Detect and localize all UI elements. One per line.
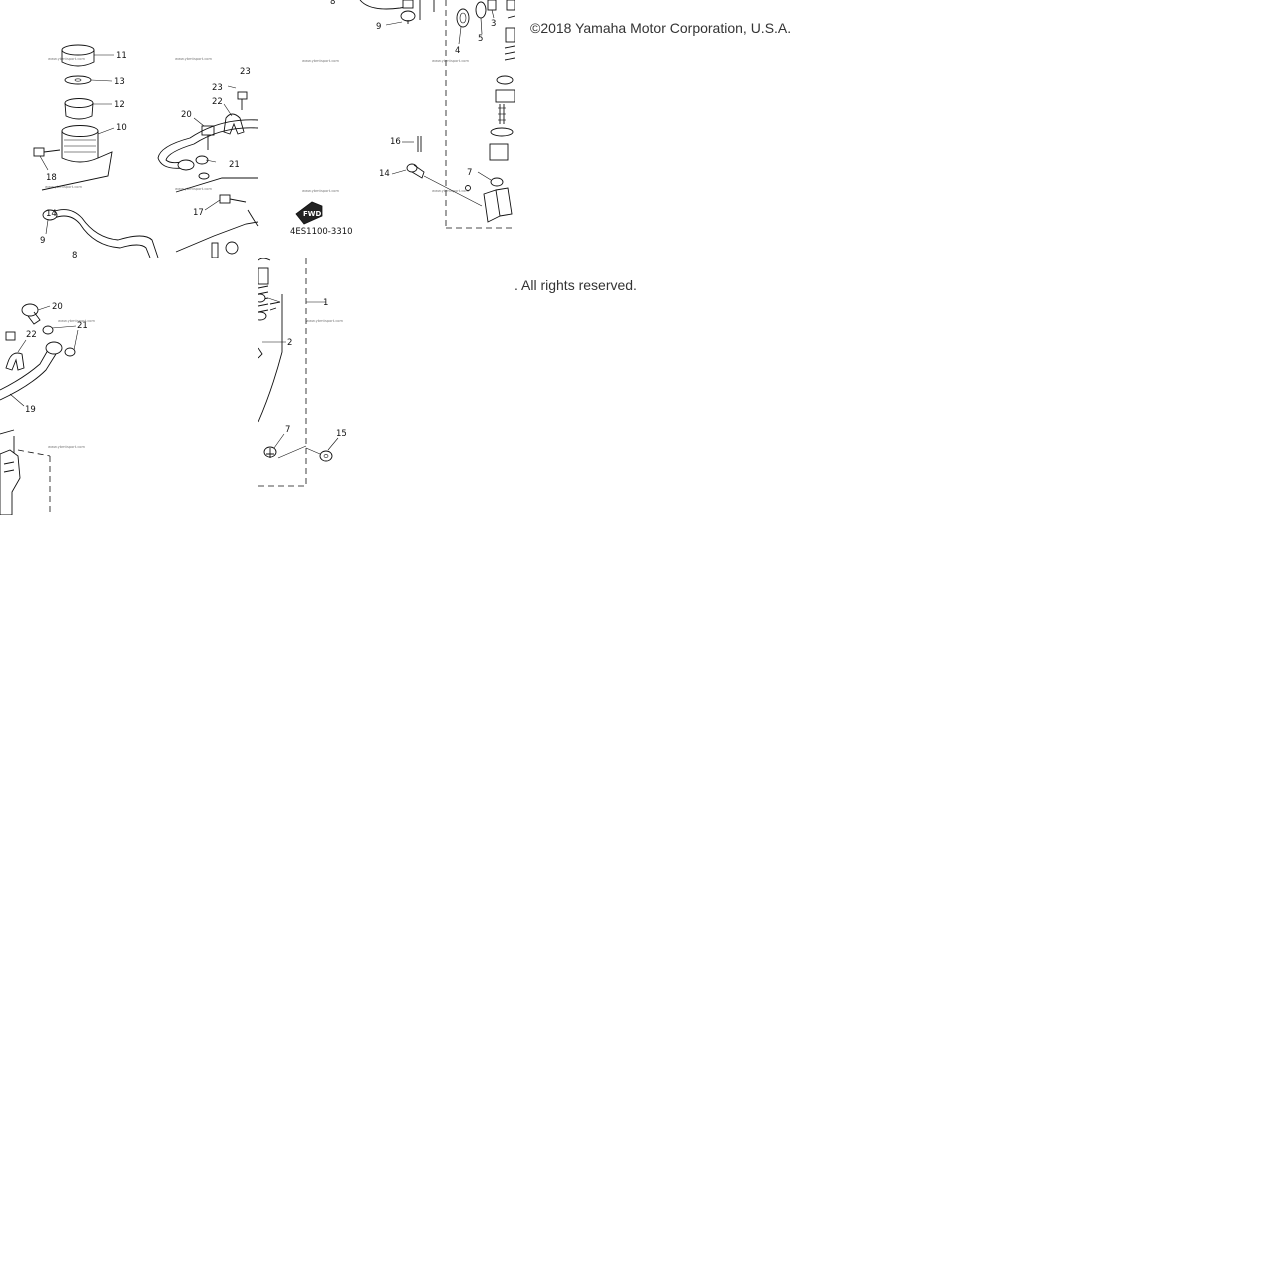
clamp-22-part	[5, 339, 27, 371]
svg-text:15: 15	[336, 429, 347, 439]
clamp-22-part	[223, 103, 245, 135]
watermark: www.ybmtsport.com	[175, 57, 213, 61]
svg-text:14: 14	[379, 169, 390, 179]
svg-text:4: 4	[455, 46, 460, 56]
diaphragm-plate-part	[64, 75, 113, 85]
watermark: www.ybmtsport.com	[58, 319, 96, 323]
copyright-line-1: ©2018 Yamaha Motor Corporation, U.S.A.	[530, 20, 792, 36]
svg-text:17: 17	[193, 208, 204, 218]
caliper-body-part	[0, 449, 21, 515]
clevis-part	[483, 187, 513, 223]
svg-text:7: 7	[467, 168, 472, 178]
washer-4-part	[456, 8, 470, 45]
parts-diagram-bottom-center: www.ybmtsport.com 1 2 7 15	[258, 258, 347, 487]
hose-19-part	[0, 341, 63, 407]
svg-text:8: 8	[72, 251, 77, 258]
hose-8-part	[42, 209, 159, 258]
bolt-18-part	[33, 147, 61, 171]
bolt-20-part	[21, 303, 51, 325]
fwd-label: FWD	[303, 210, 322, 218]
diaphragm-part	[64, 98, 112, 120]
svg-text:20: 20	[52, 302, 63, 312]
watermark: www.ybmtsport.com	[48, 445, 86, 449]
svg-text:7: 7	[285, 425, 290, 435]
svg-text:5: 5	[478, 34, 483, 44]
callouts-top-left: 11 13 12 10 18 14 9 8	[40, 51, 127, 258]
nut-7-part	[465, 171, 504, 191]
diagram-tile-bottom-left: www.ybmtsport.com www.ybmtsport.com 20 2…	[0, 258, 258, 515]
svg-text:14: 14	[46, 209, 57, 219]
svg-text:9: 9	[376, 22, 381, 32]
diagram-code: 4ES1100-3310	[290, 227, 353, 237]
callouts-bottom-center: 1 2 7 15	[285, 298, 347, 439]
watermark: www.ybmtsport.com	[48, 57, 86, 61]
parts-diagram-bottom-left: www.ybmtsport.com www.ybmtsport.com 20 2…	[0, 302, 96, 515]
callouts-bottom-left: 20 22 21 19	[25, 302, 88, 415]
seal-5-part	[475, 1, 487, 35]
svg-text:3: 3	[491, 19, 496, 29]
svg-text:12: 12	[114, 100, 125, 110]
watermark: www.ybmtsport.com	[432, 189, 470, 193]
svg-text:13: 13	[114, 77, 125, 87]
watermark: www.ybmtsport.com	[432, 59, 470, 63]
washer-15-part	[305, 437, 339, 462]
watermark: www.ybmtsport.com	[302, 189, 340, 193]
svg-text:22: 22	[212, 97, 223, 107]
svg-text:10: 10	[116, 123, 127, 133]
svg-text:20: 20	[181, 110, 192, 120]
svg-text:1: 1	[323, 298, 328, 308]
watermark: www.ybmtsport.com	[175, 187, 213, 191]
copyright-line-2: . All rights reserved.	[514, 277, 637, 293]
nut-7-part	[263, 433, 307, 459]
svg-text:8: 8	[330, 0, 335, 7]
watermark: www.ybmtsport.com	[306, 319, 344, 323]
svg-text:23: 23	[240, 67, 251, 77]
hose-center-part	[157, 119, 259, 180]
pin-14-part	[391, 163, 483, 207]
svg-text:16: 16	[390, 137, 401, 147]
watermark: www.ybmtsport.com	[302, 59, 340, 63]
bolt-9-top-part	[385, 10, 416, 26]
callouts-top-center: 23 22 20 21 17 23	[181, 67, 251, 218]
parts-diagram-top: www.ybmtsport.com www.ybmtsport.com www.…	[33, 0, 515, 258]
svg-text:18: 18	[46, 173, 57, 183]
svg-text:11: 11	[116, 51, 127, 61]
washer-21-part	[42, 325, 79, 357]
diagram-tile-bottom-center: www.ybmtsport.com 1 2 7 15	[258, 258, 515, 515]
svg-text:21: 21	[229, 160, 240, 170]
callouts-top-right: 8 9 4 5 3 16 14 7	[330, 0, 496, 179]
svg-text:23: 23	[212, 83, 223, 93]
fwd-arrow-icon: FWD	[295, 201, 323, 225]
watermark: www.ybmtsport.com	[45, 185, 83, 189]
bolt-20-part	[193, 117, 215, 150]
svg-text:2: 2	[287, 338, 292, 348]
spring-part	[258, 258, 271, 321]
union-bolt-23-part	[227, 85, 248, 110]
nut-3-part	[487, 0, 497, 19]
master-cylinder-piston-part	[489, 0, 515, 161]
cotter-pin-16-part	[402, 136, 422, 152]
svg-text:22: 22	[26, 330, 37, 340]
svg-text:21: 21	[77, 321, 88, 331]
bolt-17-part	[204, 194, 247, 211]
svg-text:9: 9	[40, 236, 45, 246]
diagram-tile-top: www.ybmtsport.com www.ybmtsport.com www.…	[0, 0, 515, 258]
reservoir-cap-part	[61, 44, 114, 67]
svg-text:19: 19	[25, 405, 36, 415]
reservoir-body-part	[61, 125, 115, 163]
